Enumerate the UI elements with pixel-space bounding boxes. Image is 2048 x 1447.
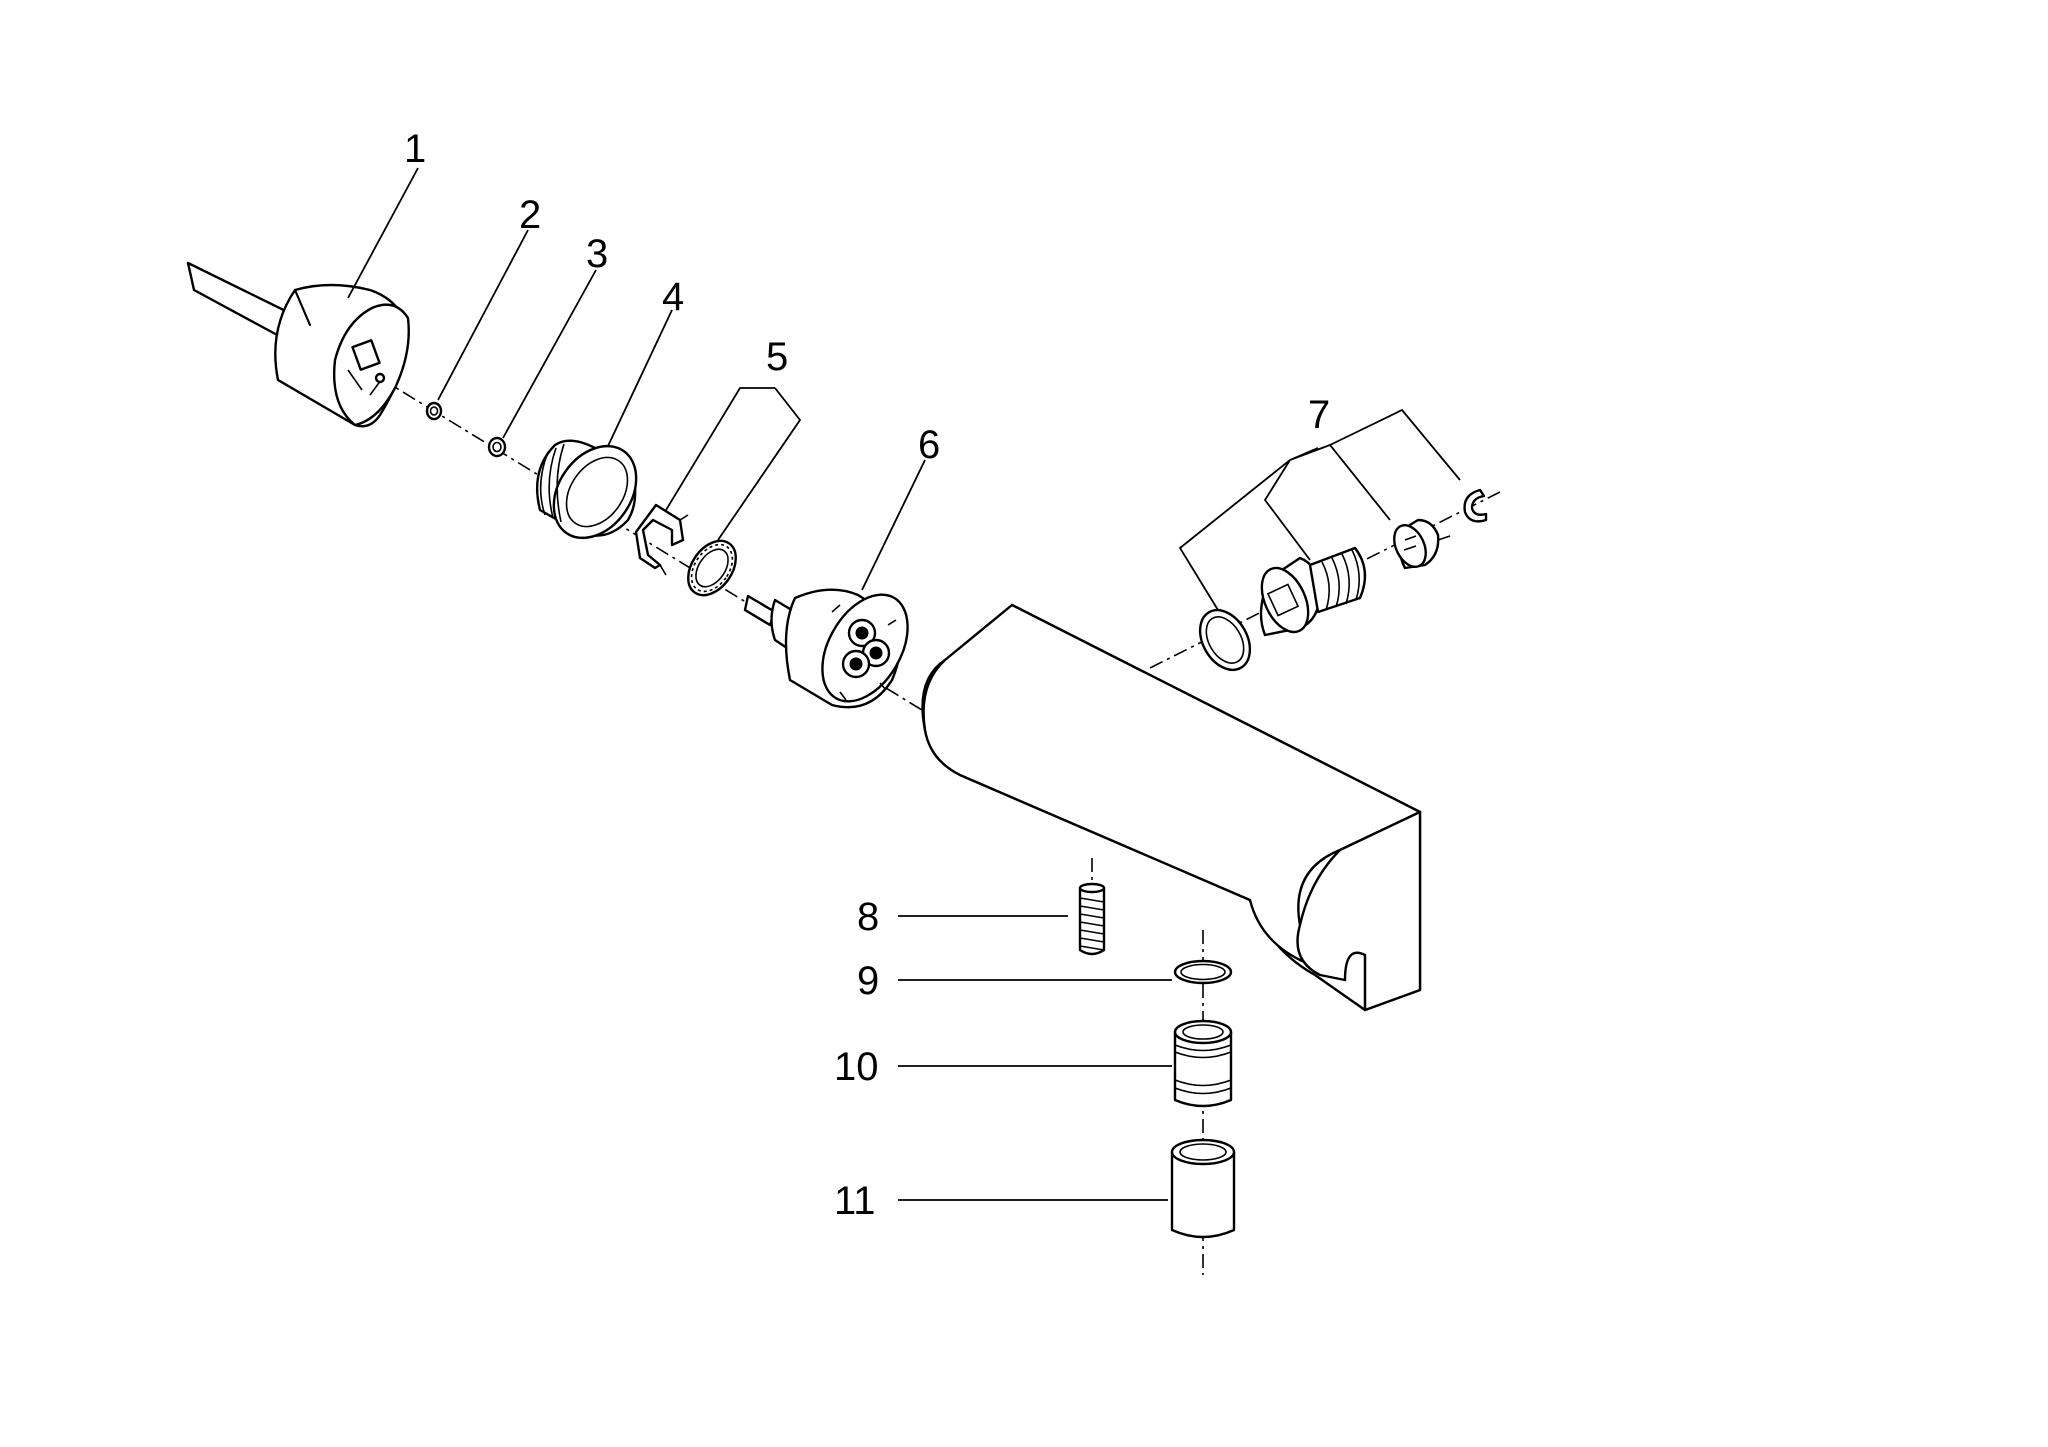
- callout-10: 10: [834, 1045, 879, 1089]
- leader-lines: [347, 167, 1461, 1201]
- callout-8: 8: [857, 895, 879, 939]
- lever-handle-part: [186, 261, 410, 428]
- threaded-screw-part: [1078, 882, 1106, 956]
- circlip-part: [1463, 488, 1488, 523]
- callout-1: 1: [404, 127, 426, 171]
- sleeve-part: [1170, 1138, 1236, 1239]
- clip-part: [634, 503, 689, 576]
- knurled-ring-part: [687, 539, 737, 597]
- callout-9: 9: [857, 959, 879, 1003]
- callout-6: 6: [918, 423, 940, 467]
- callout-3: 3: [586, 232, 608, 276]
- check-valve-part: [1393, 518, 1451, 570]
- cap-part: [487, 436, 507, 458]
- cover-ring-part: [536, 439, 638, 540]
- callout-4: 4: [662, 275, 684, 319]
- callout-7: 7: [1308, 393, 1330, 437]
- callout-11: 11: [834, 1179, 876, 1223]
- o-ring-part: [1198, 608, 1252, 672]
- valve-body-part: [1259, 546, 1367, 637]
- cartridge-part: [743, 588, 909, 709]
- callout-2: 2: [519, 193, 541, 237]
- nipple-part: [1173, 1019, 1233, 1108]
- callout-labels: 1 2 3 4 5 6 7 8 9 10 11: [404, 127, 1330, 1223]
- grub-screw-part: [425, 401, 443, 421]
- seal-ring-part: [1173, 959, 1233, 985]
- callout-5: 5: [766, 335, 788, 379]
- spout-body-part: [921, 603, 1422, 1012]
